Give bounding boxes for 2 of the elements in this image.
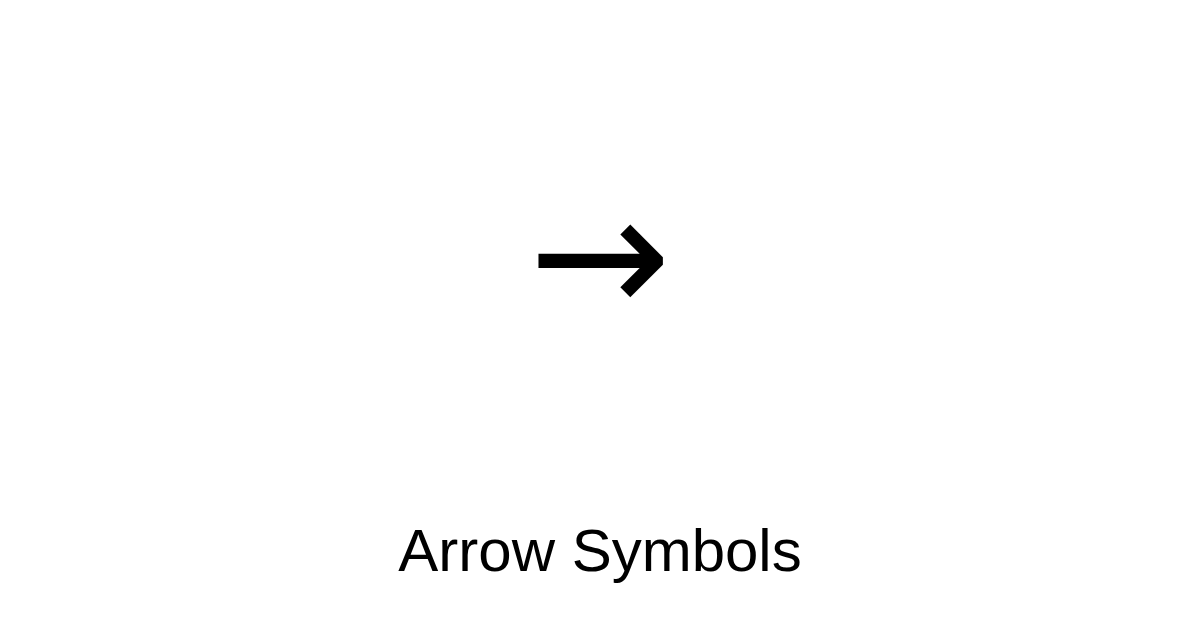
arrow-symbol: →	[528, 156, 672, 354]
caption-text: Arrow Symbols	[398, 517, 802, 584]
